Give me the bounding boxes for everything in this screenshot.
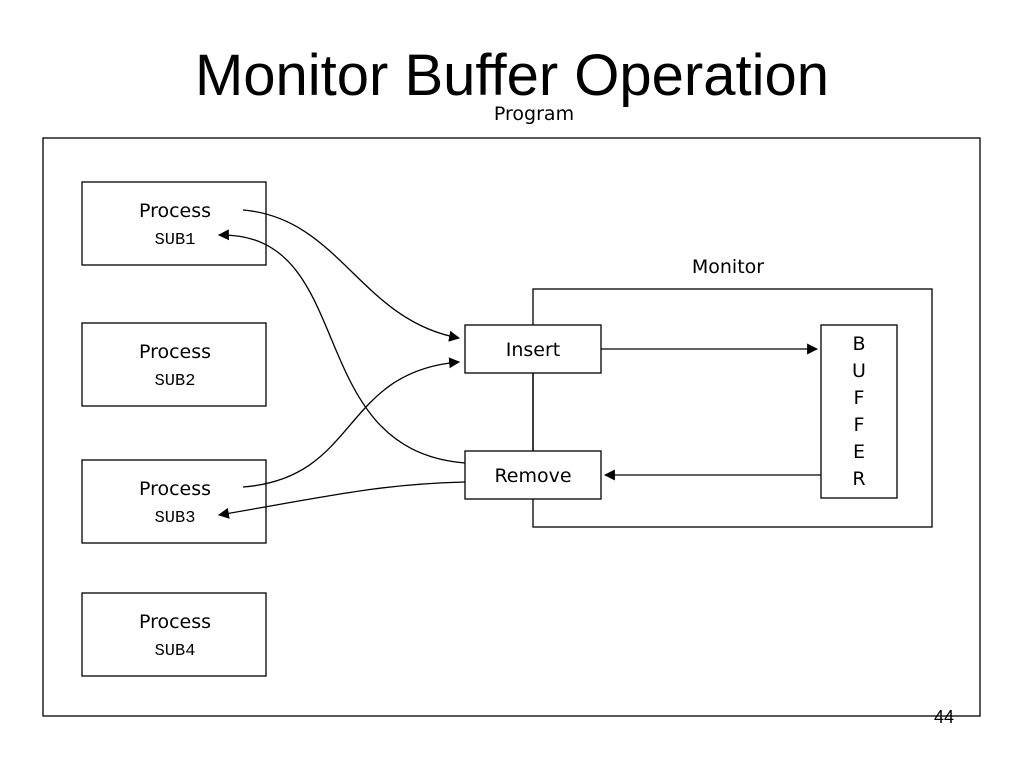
insert-label: Insert bbox=[506, 339, 561, 361]
arrow-sub1-to-insert bbox=[242, 209, 461, 342]
buffer-letter: F bbox=[854, 414, 865, 436]
slide-title: Monitor Buffer Operation bbox=[194, 43, 830, 108]
process-sub1-label: Process bbox=[139, 200, 211, 222]
remove-procedure: Remove bbox=[464, 450, 602, 500]
arrow-remove-to-sub1 bbox=[217, 229, 466, 464]
process-sub3-box bbox=[81, 459, 267, 544]
process-sub1-box bbox=[81, 181, 267, 266]
monitor-label: Monitor bbox=[692, 256, 764, 278]
buffer: B U F F E R bbox=[820, 324, 898, 499]
process-sub4-label: Process bbox=[139, 611, 211, 633]
process-sub2-name: SUB2 bbox=[155, 372, 196, 391]
process-sub1-name: SUB1 bbox=[155, 231, 196, 250]
process-sub3: Process SUB3 bbox=[81, 459, 267, 544]
process-sub2: Process SUB2 bbox=[81, 322, 267, 407]
arrow-sub3-to-insert bbox=[242, 357, 461, 488]
process-sub3-name: SUB3 bbox=[155, 509, 196, 528]
buffer-letter: U bbox=[852, 360, 866, 382]
process-sub3-label: Process bbox=[139, 478, 211, 500]
insert-procedure: Insert bbox=[464, 324, 602, 374]
buffer-letter: R bbox=[852, 468, 865, 490]
page-number: 44 bbox=[934, 707, 955, 727]
process-sub4-name: SUB4 bbox=[155, 642, 196, 661]
buffer-box bbox=[820, 324, 898, 499]
process-sub4: Process SUB4 bbox=[81, 592, 267, 677]
process-sub2-box bbox=[81, 322, 267, 407]
process-sub1: Process SUB1 bbox=[81, 181, 267, 266]
buffer-letter: E bbox=[853, 441, 865, 463]
remove-box bbox=[464, 450, 602, 500]
process-sub2-label: Process bbox=[139, 341, 211, 363]
process-sub4-box bbox=[81, 592, 267, 677]
arrow-remove-to-sub3 bbox=[217, 481, 466, 519]
insert-box bbox=[464, 324, 602, 374]
buffer-letter: B bbox=[852, 333, 865, 355]
remove-label: Remove bbox=[494, 465, 571, 487]
program-label: Program bbox=[494, 103, 574, 125]
buffer-letter: F bbox=[854, 387, 865, 409]
